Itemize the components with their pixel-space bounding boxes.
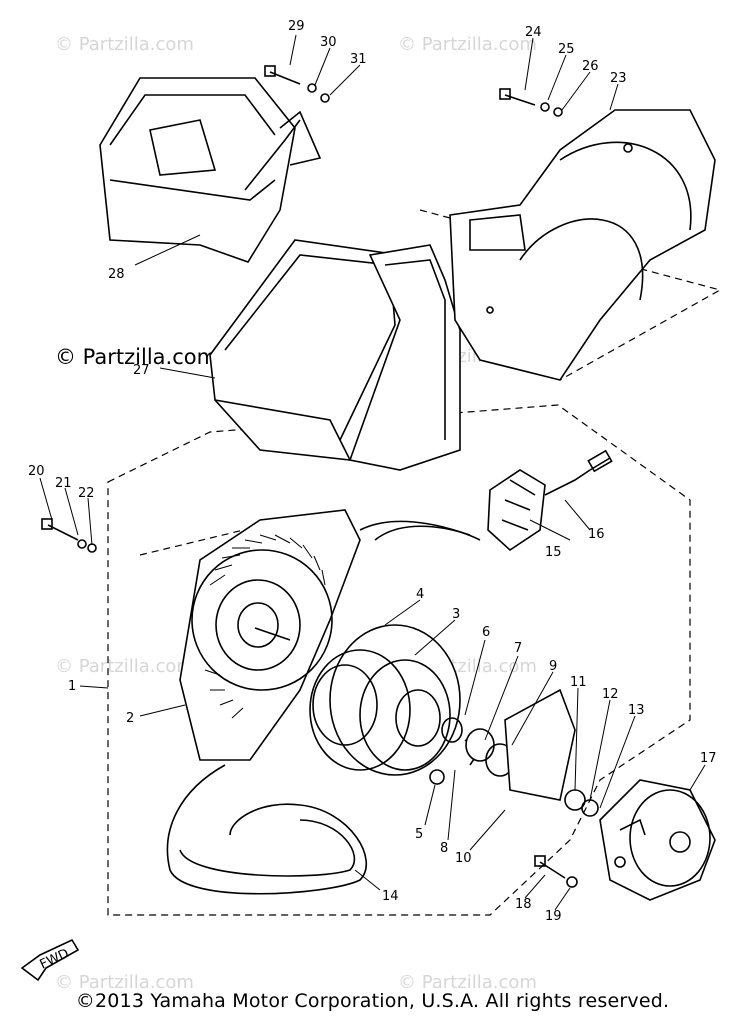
- part-23-fan-housing: [449, 109, 716, 381]
- watermark: © Partzilla.com: [398, 34, 537, 55]
- main-watermark: © Partzilla.com: [55, 345, 217, 369]
- callout-23: 23: [610, 71, 627, 86]
- part-17-cup: [599, 779, 716, 901]
- part-27-airbox: [209, 239, 461, 471]
- callout-28: 28: [108, 267, 125, 282]
- callout-24: 24: [525, 25, 542, 40]
- callout-14: 14: [382, 889, 399, 904]
- callout-numbers: 29 30 31 24 25 26 23 28 27 20 21 22 1 2 …: [28, 19, 717, 924]
- fwd-label: FWD: [38, 946, 72, 972]
- callout-21: 21: [55, 476, 72, 491]
- callout-10: 10: [455, 851, 472, 866]
- leader-lines: [39, 34, 706, 911]
- callout-20: 20: [28, 464, 45, 479]
- callout-30: 30: [320, 35, 337, 50]
- copyright-notice: ©2013 Yamaha Motor Corporation, U.S.A. A…: [75, 990, 670, 1012]
- callout-8: 8: [440, 841, 448, 856]
- callout-18: 18: [515, 897, 532, 912]
- callout-4: 4: [416, 587, 424, 602]
- callout-15: 15: [545, 545, 562, 560]
- watermark: © Partzilla.com: [55, 656, 194, 677]
- callout-26: 26: [582, 59, 599, 74]
- callout-19: 19: [545, 909, 562, 924]
- callout-9: 9: [549, 659, 557, 674]
- callout-7: 7: [514, 641, 522, 656]
- callout-3: 3: [452, 607, 460, 622]
- bolts: [41, 65, 578, 888]
- part-3-4-pulley: [309, 624, 461, 776]
- callout-17: 17: [700, 751, 717, 766]
- part-15-16-handle: [374, 449, 613, 552]
- part-2-starter-case: [179, 509, 481, 761]
- watermark: © Partzilla.com: [55, 972, 194, 993]
- callout-25: 25: [558, 42, 575, 57]
- callout-29: 29: [288, 19, 305, 34]
- callout-1: 1: [68, 679, 76, 694]
- watermark: © Partzilla.com: [55, 34, 194, 55]
- callout-11: 11: [570, 675, 587, 690]
- callout-22: 22: [78, 486, 95, 501]
- watermark: © Partzilla.com: [398, 972, 537, 993]
- callout-2: 2: [126, 711, 134, 726]
- callout-12: 12: [602, 687, 619, 702]
- part-14-rope-inner: [179, 819, 356, 877]
- callout-6: 6: [482, 625, 490, 640]
- small-parts: [429, 688, 599, 817]
- part-28-cover: [99, 77, 322, 263]
- callout-31: 31: [350, 52, 367, 67]
- part-14-rope: [166, 764, 367, 895]
- callout-16: 16: [588, 527, 605, 542]
- callout-5: 5: [415, 827, 423, 842]
- callout-27: 27: [133, 363, 150, 378]
- callout-13: 13: [628, 703, 645, 718]
